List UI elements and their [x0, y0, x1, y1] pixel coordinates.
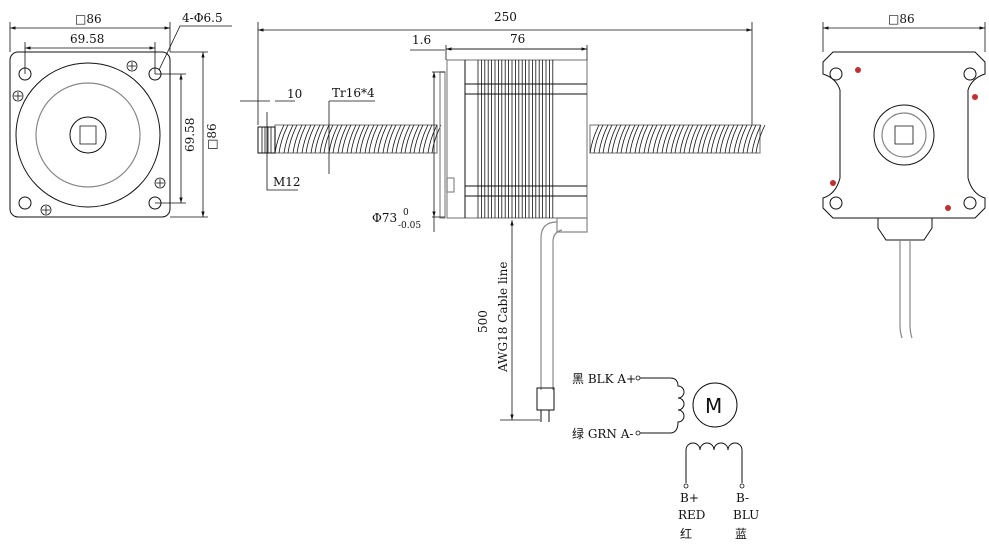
- dim-body-length: 76: [510, 32, 525, 46]
- dim-hole-spacing-v: 69.58: [183, 118, 197, 152]
- dim-hole-spacing-h: 69.58: [70, 32, 104, 46]
- front-view: □86 69.58 4-Φ6.5 69.58 □86: [9, 11, 232, 218]
- dim-pilot-diameter: Φ73: [372, 211, 397, 225]
- lead-screw: [274, 124, 766, 154]
- screws: [12, 60, 166, 216]
- wire-b-minus-color: BLU: [733, 508, 759, 522]
- dim-total-length: 250: [494, 10, 517, 24]
- cable-spec: AWG18 Cable line: [496, 262, 510, 373]
- dim-screw-thread: Tr16*4: [332, 86, 375, 100]
- dim-tol-lower: -0.05: [398, 221, 421, 231]
- wire-b-plus: B+: [680, 491, 699, 505]
- wire-b-minus-cn: 蓝: [735, 527, 747, 541]
- wire-b-plus-cn: 红: [680, 526, 692, 541]
- dim-flange-thickness: 1.6: [412, 33, 431, 47]
- wire-a-plus: 黑 BLK A+: [572, 372, 636, 386]
- dim-holes: 4-Φ6.5: [182, 11, 223, 25]
- dim-cable-length: 500: [476, 310, 490, 333]
- motor-symbol: M: [705, 394, 722, 418]
- dim-tol-upper: 0: [403, 208, 409, 218]
- dim-nut-thread: M12: [273, 175, 301, 189]
- side-view: 250 76 1.6 10 Tr16*4 M12 Φ73 0 -0.05 500…: [240, 10, 766, 422]
- wire-b-minus: B-: [736, 491, 749, 505]
- dim-square-rear: □86: [888, 12, 915, 26]
- red-screw-dots: [830, 67, 978, 211]
- wiring-diagram: 黑 BLK A+ 绿 GRN A- M B+ RED 红 B- BLU 蓝: [572, 372, 759, 541]
- dim-square-top: □86: [75, 12, 102, 26]
- wire-b-plus-color: RED: [678, 508, 705, 522]
- dim-nut-length: 10: [287, 87, 302, 101]
- wire-a-minus: 绿 GRN A-: [572, 426, 633, 441]
- dim-square-side: □86: [205, 123, 219, 150]
- rear-view: □86: [822, 12, 986, 339]
